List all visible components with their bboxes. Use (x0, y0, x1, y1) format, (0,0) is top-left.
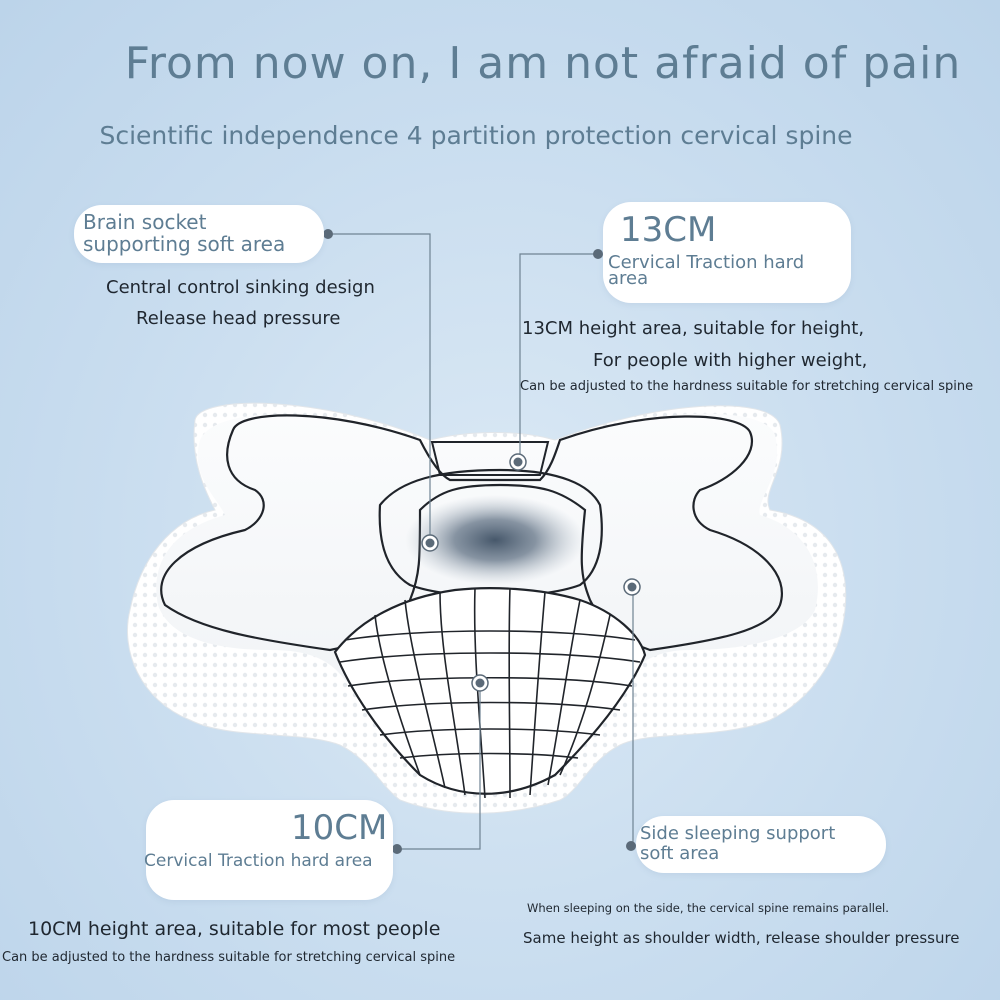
callout-dots (323, 229, 636, 854)
head-sink-shading (405, 495, 585, 585)
cervical-10cm-desc-line2: Can be adjusted to the hardness suitable… (2, 950, 456, 965)
brain-socket-bubble (74, 205, 324, 263)
lower-grid-area (333, 587, 647, 799)
cervical-13cm-desc-line1: 13CM height area, suitable for height, (522, 318, 865, 339)
brain-socket-label-line1: Brain socket (83, 210, 207, 234)
cervical-13cm-desc-line3: Can be adjusted to the hardness suitable… (520, 379, 974, 394)
side-sleeping-desc-line2: Same height as shoulder width, release s… (523, 929, 960, 947)
cervical-13cm-height: 13CM (620, 210, 717, 250)
cervical-13cm-desc-line2: For people with higher weight, (593, 350, 868, 371)
page-subtitle: Scientific independence 4 partition prot… (99, 121, 853, 150)
brain-socket-desc-line1: Central control sinking design (106, 277, 375, 298)
brain-socket-label-line2: supporting soft area (83, 232, 286, 256)
target-markers (421, 453, 641, 692)
side-sleeping-label-line1: Side sleeping support (640, 823, 836, 844)
cervical-13cm-label-line2: area (608, 268, 649, 289)
neck-bridge-outline (430, 441, 550, 476)
cervical-10cm-bubble (146, 800, 393, 900)
brain-socket-desc-line2: Release head pressure (136, 308, 341, 329)
cervical-10cm-height: 10CM (291, 808, 388, 848)
cervical-10cm-desc-line1: 10CM height area, suitable for most peop… (28, 918, 441, 940)
cervical-10cm-label: Cervical Traction hard area (144, 851, 373, 871)
cervical-13cm-label-line1: Cervical Traction hard (608, 252, 805, 273)
head-socket-outline (378, 468, 603, 598)
cervical-13cm-bubble (603, 202, 851, 303)
page-title: From now on, I am not afraid of pain (124, 38, 962, 89)
side-sleeping-label-line2: soft area (640, 843, 720, 864)
side-sleeping-bubble (636, 816, 886, 873)
side-sleeping-desc-line1: When sleeping on the side, the cervical … (527, 901, 889, 915)
